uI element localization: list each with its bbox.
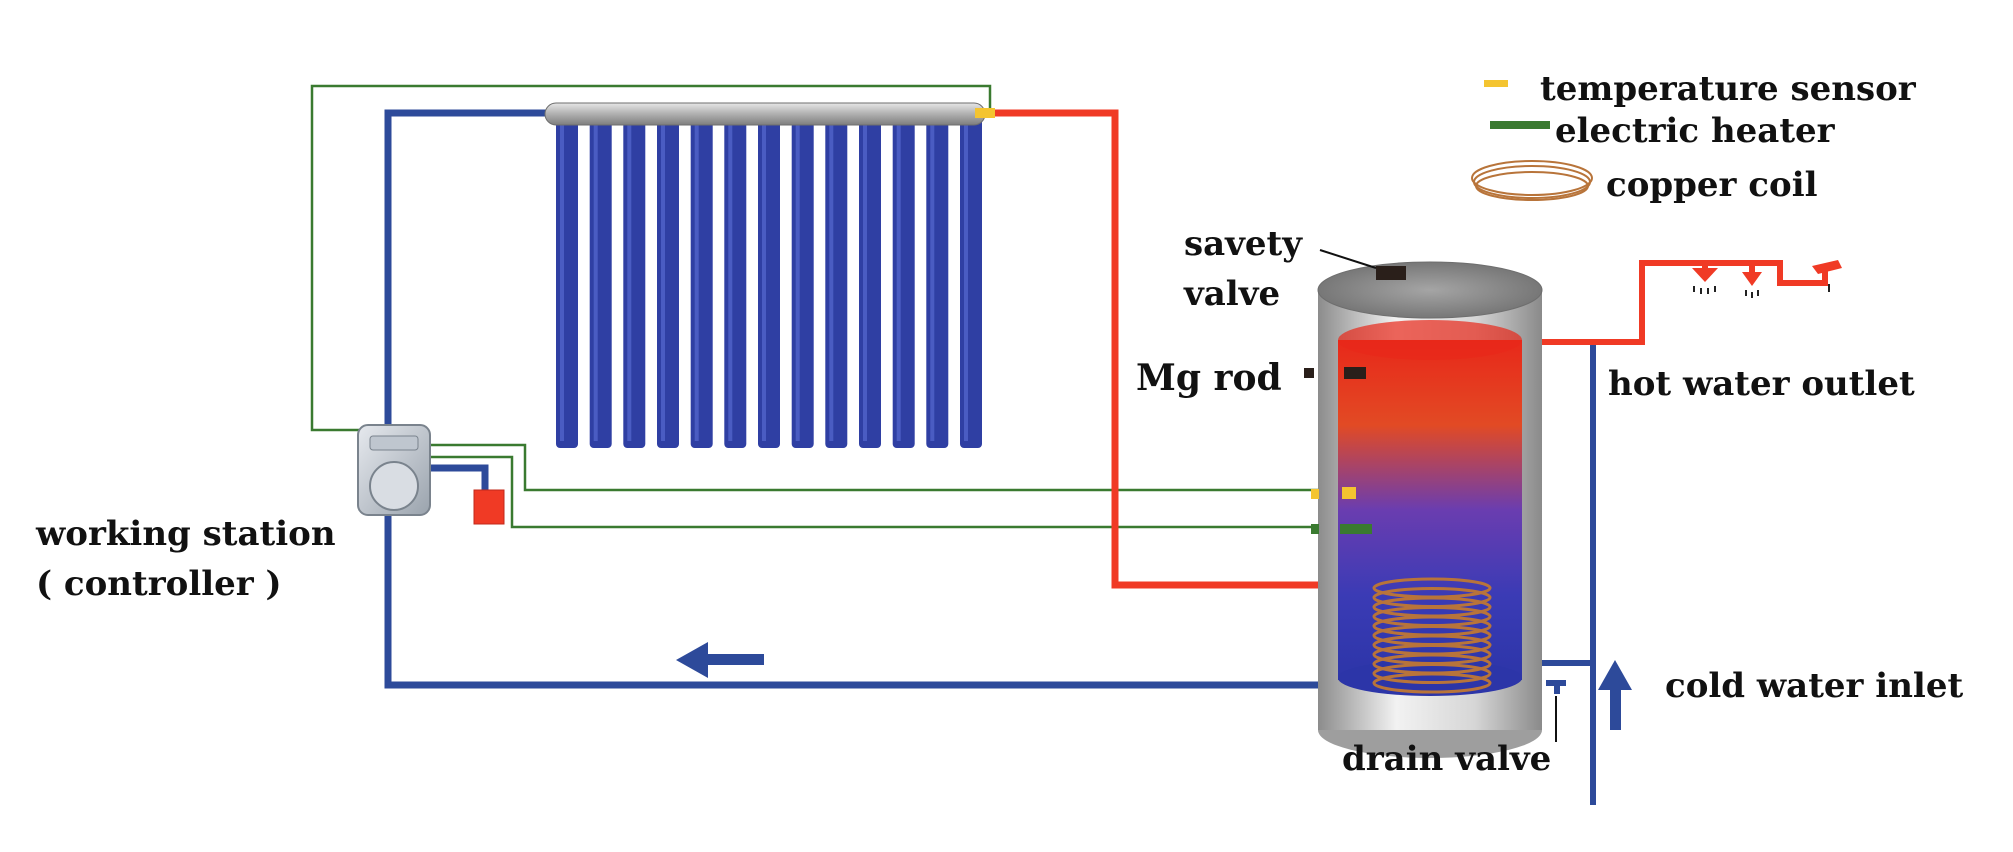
vacuum-tube-highlight [627,125,632,441]
cold-return-pipe [384,109,1320,689]
cold-water-inlet-pipe [1542,345,1596,805]
mg-rod-port [1304,368,1314,378]
vacuum-tube [690,118,713,448]
hot-water-outlet-label: hot water outlet [1608,364,1915,404]
hot-supply-pipe [995,109,1345,589]
collector-sensor-wire [310,84,992,432]
flow-arrow-left-icon [676,642,764,678]
vacuum-tubes [556,118,982,448]
heater-port [1311,524,1319,534]
tank-sensor-port [1311,489,1319,499]
temperature-sensor-legend-icon [1484,80,1508,87]
vacuum-tube [960,118,982,448]
legend-copper-coil-label: copper coil [1606,165,1818,205]
vacuum-tube [758,118,780,448]
controller-pump-link [428,464,489,492]
vacuum-tube-highlight [863,125,867,441]
pump [473,489,505,525]
vacuum-tube [892,118,915,448]
vacuum-tube [825,118,848,448]
controller-unit [357,424,431,516]
storage-tank [1317,261,1543,758]
heater-wire [428,455,1318,529]
vacuum-tube-highlight [560,125,564,441]
safety-valve-label-line1: savety [1184,224,1303,264]
vacuum-tube [556,118,578,448]
control-wires [310,84,1318,529]
mg-rod [1344,367,1366,379]
vacuum-tube [859,118,881,448]
vacuum-tube [589,118,612,448]
working-station-label: working station [35,514,336,554]
spray-drops-icon [1693,284,1830,298]
vacuum-tube [623,118,646,448]
solar-collector [544,102,995,448]
collector-temperature-sensor [975,108,995,118]
vacuum-tube [791,118,814,448]
coil-turn [1372,663,1492,684]
drain-valve [1546,680,1566,694]
vacuum-tube-highlight [795,125,800,441]
safety-valve-label-line2: valve [1183,274,1280,314]
vacuum-tube [724,118,747,448]
safety-valve-leader [1319,249,1377,269]
vacuum-tube-highlight [728,125,733,441]
electric-heater [1340,524,1372,534]
tank-temperature-sensor [1342,487,1356,499]
collector-manifold [544,102,986,126]
legend-electric-heater-label: electric heater [1555,111,1836,151]
controller-label: ( controller ) [36,564,282,604]
shower-tap-icon [1692,260,1842,286]
cold-return-pipe-line [384,109,1320,689]
coil-turn [1372,672,1492,694]
cold-water-inlet-label: cold water inlet [1665,666,1963,706]
vacuum-tube-highlight [694,125,699,441]
safety-valve [1376,266,1406,280]
tank-top [1317,261,1543,319]
copper-coil [1372,577,1492,694]
mg-rod-label: Mg rod [1136,357,1282,399]
copper-coil-legend-icon [1471,160,1593,201]
vacuum-tube-highlight [930,125,935,441]
vacuum-tube-highlight [661,125,665,441]
tank-water [1338,340,1522,696]
vacuum-tube-highlight [896,125,901,441]
electric-heater-legend-icon [1490,121,1550,129]
legend-temperature-sensor-label: temperature sensor [1540,69,1917,109]
vacuum-tube [926,118,949,448]
vacuum-tube [657,118,679,448]
vacuum-tube-highlight [762,125,766,441]
vacuum-tube-highlight [829,125,834,441]
hot-water-outlet-pipe [1542,260,1828,345]
drain-valve-label: drain valve [1342,739,1551,779]
tank-sensor-wire [428,443,1318,492]
vacuum-tube-highlight [964,125,968,441]
inflow-arrow-up-icon [1598,660,1632,730]
legend: temperature sensor electric heater coppe… [1471,69,1917,205]
vacuum-tube-highlight [593,125,598,441]
